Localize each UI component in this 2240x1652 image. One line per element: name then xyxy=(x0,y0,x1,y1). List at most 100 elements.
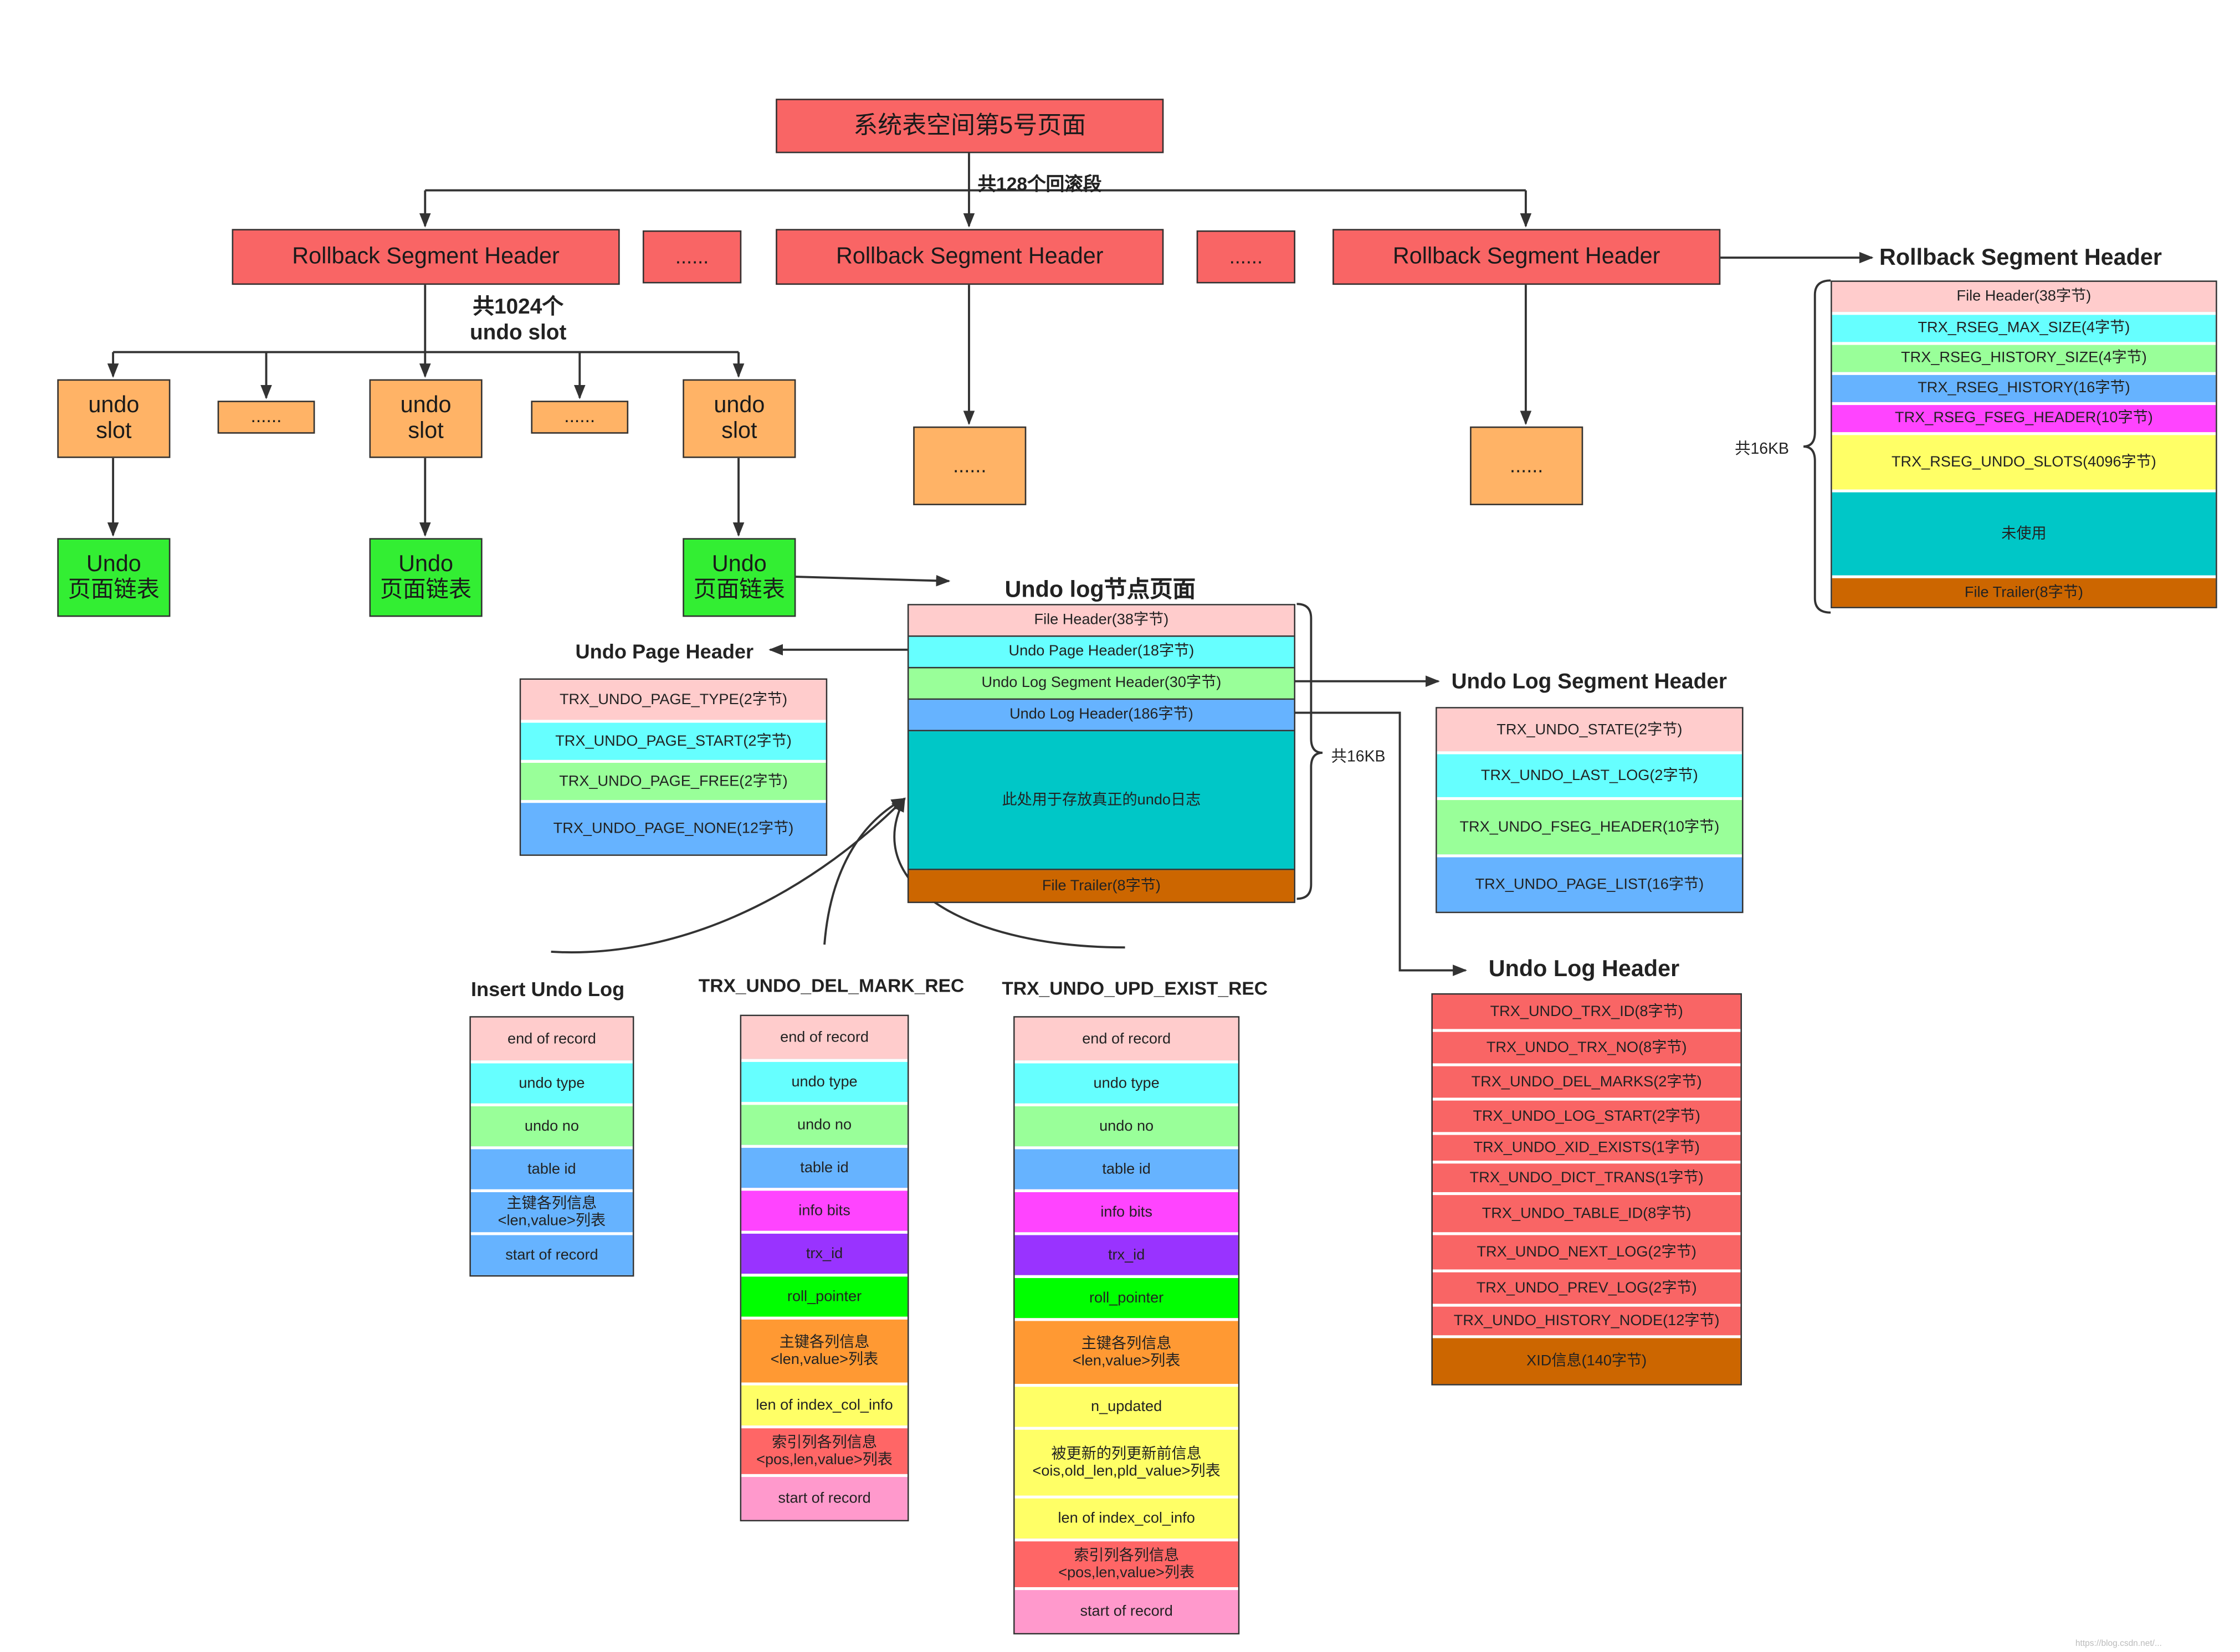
insert-undo-log-row: undo type xyxy=(470,1060,633,1104)
rollback-segment-count-label: 共128个回滚段 xyxy=(977,173,1102,195)
undo-slot-count-line-1: 共1024个 xyxy=(473,295,564,320)
rollback-segment-header-1: Rollback Segment Header xyxy=(232,229,620,285)
undo-page-row: File Header(38字节) xyxy=(909,605,1294,637)
upd-exist-rec-row: 主键各列信息 <len,value>列表 xyxy=(1014,1318,1238,1384)
undo-page-row: Undo Log Segment Header(30字节) xyxy=(909,668,1294,700)
undo-log-segment-header-row: TRX_UNDO_FSEG_HEADER(10字节) xyxy=(1437,797,1742,855)
undo-page-header-row: TRX_UNDO_PAGE_NONE(12字节) xyxy=(521,800,826,855)
insert-undo-log-row: table id xyxy=(470,1146,633,1189)
insert-undo-log-row: end of record xyxy=(470,1017,633,1061)
undo-log-header-row: TRX_UNDO_TRX_NO(8字节) xyxy=(1432,1029,1741,1064)
undo-slot-ellipsis-2: ...... xyxy=(531,401,629,434)
undo-log-segment-header-row: TRX_UNDO_PAGE_LIST(16字节) xyxy=(1437,854,1742,912)
undo-log-page-stack: File Header(38字节)Undo Page Header(18字节)U… xyxy=(907,604,1295,904)
del-mark-rec-row: roll_pointer xyxy=(741,1274,908,1317)
rseg-header-row: TRX_RSEG_HISTORY_SIZE(4字节) xyxy=(1832,342,2216,372)
undo-log-header-row: TRX_UNDO_NEXT_LOG(2字节) xyxy=(1432,1232,1741,1270)
upd-exist-rec-row: info bits xyxy=(1014,1189,1238,1233)
undo-log-segment-header-title: Undo Log Segment Header xyxy=(1451,670,1727,694)
undo-log-header-title: Undo Log Header xyxy=(1488,957,1680,982)
undo-log-segment-header-row: TRX_UNDO_STATE(2字节) xyxy=(1437,708,1742,752)
rseg-header-row: TRX_RSEG_UNDO_SLOTS(4096字节) xyxy=(1832,432,2216,490)
del-mark-rec-title: TRX_UNDO_DEL_MARK_REC xyxy=(698,974,965,997)
undo-log-header-row: XID信息(140字节) xyxy=(1432,1335,1741,1384)
insert-undo-log-row: undo no xyxy=(470,1103,633,1147)
undo-page-chain-2: Undo 页面链表 xyxy=(369,538,483,617)
upd-exist-rec-row: 被更新的列更新前信息 <ois,old_len,pld_value>列表 xyxy=(1014,1427,1238,1496)
rollback-segment-header-2: Rollback Segment Header xyxy=(776,229,1164,285)
rollback-segment-2-slots-ellipsis: ...... xyxy=(913,426,1027,505)
rollback-segment-3-slots-ellipsis: ...... xyxy=(1470,426,1583,505)
undo-page-row: Undo Log Header(186字节) xyxy=(909,700,1294,732)
rseg-header-detail-stack: File Header(38字节)TRX_RSEG_MAX_SIZE(4字节)T… xyxy=(1831,280,2217,608)
upd-exist-rec-row: len of index_col_info xyxy=(1014,1495,1238,1539)
undo-slot-3: undo slot xyxy=(683,379,796,458)
undo-log-header-row: TRX_UNDO_TRX_ID(8字节) xyxy=(1432,994,1741,1029)
undo-page-row: 此处用于存放真正的undo日志 xyxy=(909,731,1294,870)
undo-log-header-row: TRX_UNDO_PREV_LOG(2字节) xyxy=(1432,1269,1741,1304)
connector-del-mark-rec xyxy=(823,797,906,945)
upd-exist-rec-row: n_updated xyxy=(1014,1384,1238,1427)
undo-page-row: File Trailer(8字节) xyxy=(909,870,1294,902)
del-mark-rec-row: trx_id xyxy=(741,1230,908,1274)
undo-slot-2: undo slot xyxy=(369,379,483,458)
undo-log-header-row: TRX_UNDO_XID_EXISTS(1字节) xyxy=(1432,1132,1741,1161)
undo-log-header-row: TRX_UNDO_DEL_MARKS(2字节) xyxy=(1432,1063,1741,1098)
upd-exist-rec-row: start of record xyxy=(1014,1587,1238,1633)
rollback-segment-header-3: Rollback Segment Header xyxy=(1332,229,1721,285)
undo-slot-1: undo slot xyxy=(57,379,171,458)
rseg-header-detail-title: Rollback Segment Header xyxy=(1879,246,2162,271)
undo-page-header-row: TRX_UNDO_PAGE_FREE(2字节) xyxy=(521,760,826,801)
upd-exist-rec-row: 索引列各列信息 <pos,len,value>列表 xyxy=(1014,1538,1238,1587)
insert-undo-log-row: start of record xyxy=(470,1232,633,1275)
rseg-header-row: TRX_RSEG_FSEG_HEADER(10字节) xyxy=(1832,402,2216,433)
del-mark-rec-row: start of record xyxy=(741,1474,908,1520)
undo-page-header-row: TRX_UNDO_PAGE_TYPE(2字节) xyxy=(521,680,826,720)
undo-page-row: Undo Page Header(18字节) xyxy=(909,637,1294,669)
rollback-segment-ellipsis-1: ...... xyxy=(642,230,742,284)
undo-log-header-row: TRX_UNDO_TABLE_ID(8字节) xyxy=(1432,1192,1741,1233)
insert-undo-log-row: 主键各列信息 <len,value>列表 xyxy=(470,1189,633,1233)
del-mark-rec-row: undo type xyxy=(741,1059,908,1102)
del-mark-rec-row: end of record xyxy=(741,1016,908,1059)
undo-page-chain-1: Undo 页面链表 xyxy=(57,538,171,617)
del-mark-rec-row: info bits xyxy=(741,1188,908,1231)
connector-upd-exist-rec xyxy=(893,797,1125,949)
undo-log-header-stack: TRX_UNDO_TRX_ID(8字节)TRX_UNDO_TRX_NO(8字节)… xyxy=(1431,993,1742,1386)
undo-slot-count-label: 共1024个 undo slot xyxy=(447,295,590,346)
del-mark-rec-row: 主键各列信息 <len,value>列表 xyxy=(741,1316,908,1383)
undo-slot-count-line-2: undo slot xyxy=(470,320,567,345)
rollback-segment-ellipsis-2: ...... xyxy=(1196,230,1295,284)
rseg-header-row: 未使用 xyxy=(1832,489,2216,576)
upd-exist-rec-row: roll_pointer xyxy=(1014,1275,1238,1318)
undo-log-page-title: Undo log节点页面 xyxy=(1004,578,1196,603)
connector-chain-undo-page xyxy=(796,574,951,587)
undo-log-header-row: TRX_UNDO_LOG_START(2字节) xyxy=(1432,1097,1741,1132)
upd-exist-rec-row: undo type xyxy=(1014,1060,1238,1104)
undo-log-header-row: TRX_UNDO_HISTORY_NODE(12字节) xyxy=(1432,1304,1741,1336)
del-mark-rec-row: table id xyxy=(741,1145,908,1188)
undo-slot-ellipsis-1: ...... xyxy=(217,401,315,434)
undo-page-header-row: TRX_UNDO_PAGE_START(2字节) xyxy=(521,720,826,760)
system-tablespace-page-5: 系统表空间第5号页面 xyxy=(776,99,1164,153)
undo-page-size-label: 共16KB xyxy=(1331,748,1386,766)
undo-page-header-stack: TRX_UNDO_PAGE_TYPE(2字节)TRX_UNDO_PAGE_STA… xyxy=(519,678,828,856)
connector-undo-log-header xyxy=(1294,711,1467,976)
upd-exist-rec-row: trx_id xyxy=(1014,1232,1238,1275)
undo-log-segment-header-stack: TRX_UNDO_STATE(2字节)TRX_UNDO_LAST_LOG(2字节… xyxy=(1436,707,1744,914)
undo-page-header-title: Undo Page Header xyxy=(575,639,754,663)
rseg-header-row: File Header(38字节) xyxy=(1832,281,2216,312)
del-mark-rec-row: undo no xyxy=(741,1102,908,1145)
rseg-header-row: TRX_RSEG_HISTORY(16字节) xyxy=(1832,372,2216,402)
rseg-header-size-label: 共16KB xyxy=(1735,440,1790,458)
upd-exist-rec-row: undo no xyxy=(1014,1103,1238,1147)
rseg-header-row: TRX_RSEG_MAX_SIZE(4字节) xyxy=(1832,312,2216,342)
undo-log-segment-header-row: TRX_UNDO_LAST_LOG(2字节) xyxy=(1437,751,1742,797)
upd-exist-rec-row: table id xyxy=(1014,1146,1238,1189)
del-mark-rec-row: len of index_col_info xyxy=(741,1382,908,1426)
del-mark-rec-row: 索引列各列信息 <pos,len,value>列表 xyxy=(741,1425,908,1474)
